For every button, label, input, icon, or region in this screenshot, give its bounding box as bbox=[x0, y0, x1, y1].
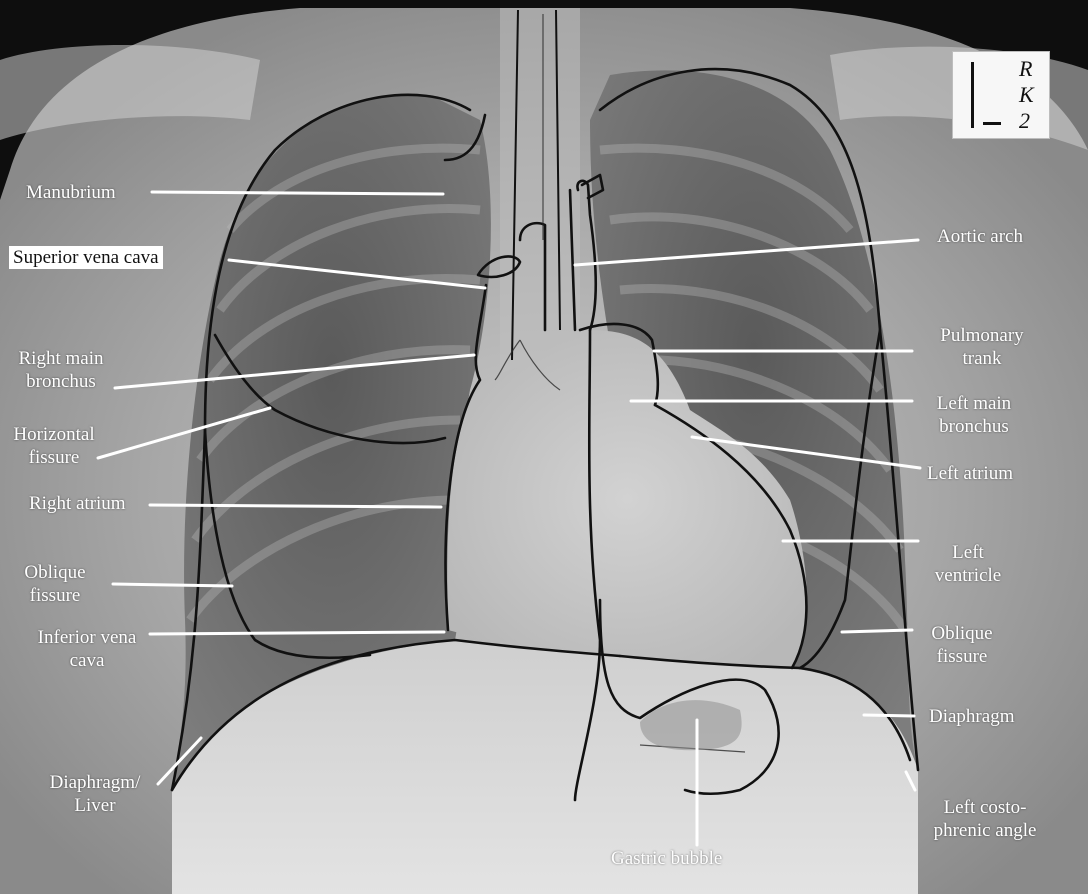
label-gastric-bubble: Gastric bubble bbox=[611, 847, 722, 870]
label-oblique-fissure-left: Oblique fissure bbox=[917, 622, 1007, 668]
marker-number: 2 bbox=[1019, 108, 1030, 134]
marker-horizontal-bar bbox=[983, 122, 1001, 125]
label-left-ventricle: Left ventricle bbox=[918, 541, 1018, 587]
label-horizontal-fissure: Horizontal fissure bbox=[6, 423, 102, 469]
leader-right-atrium bbox=[150, 505, 441, 507]
label-oblique-fissure-right: Oblique fissure bbox=[14, 561, 96, 607]
label-manubrium: Manubrium bbox=[26, 181, 116, 204]
leader-diaphragm bbox=[864, 715, 914, 716]
marker-letter-k: K bbox=[1019, 82, 1034, 108]
label-pulmonary-trunk: Pulmonary trank bbox=[917, 324, 1047, 370]
label-inferior-vena-cava: Inferior vena cava bbox=[22, 626, 152, 672]
label-superior-vena-cava: Superior vena cava bbox=[9, 246, 163, 269]
label-aortic-arch: Aortic arch bbox=[937, 225, 1023, 248]
orientation-marker: R K 2 bbox=[952, 51, 1050, 139]
label-diaphragm-liver: Diaphragm/ Liver bbox=[34, 771, 156, 817]
leader-manubrium bbox=[152, 192, 443, 194]
label-right-atrium: Right atrium bbox=[29, 492, 126, 515]
marker-vertical-bar bbox=[971, 62, 974, 128]
label-left-main-bronchus: Left main bronchus bbox=[914, 392, 1034, 438]
leader-inferior-vena-cava bbox=[150, 632, 444, 634]
label-left-atrium: Left atrium bbox=[927, 462, 1013, 485]
label-right-main-bronchus: Right main bronchus bbox=[6, 347, 116, 393]
leader-oblique-fissure-left bbox=[842, 630, 912, 632]
marker-letter-r: R bbox=[1019, 56, 1032, 82]
label-diaphragm: Diaphragm bbox=[929, 705, 1014, 728]
label-left-costophrenic-angle: Left costo- phrenic angle bbox=[915, 796, 1055, 842]
leader-oblique-fissure-right bbox=[113, 584, 232, 586]
